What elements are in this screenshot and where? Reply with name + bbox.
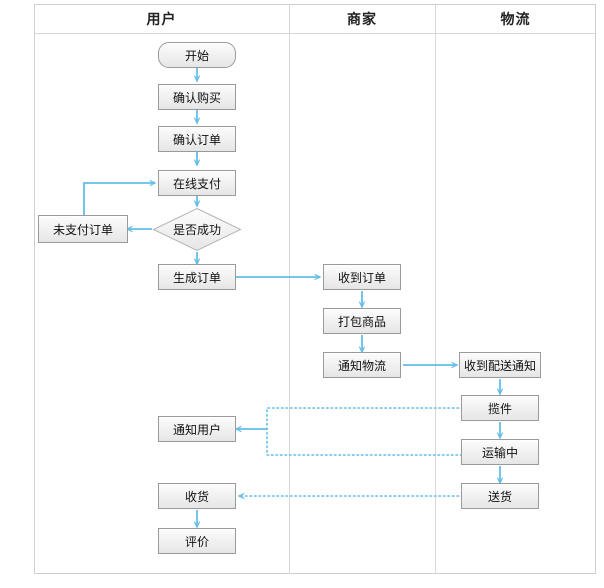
node-order-received-label: 收到订单	[337, 270, 386, 285]
node-unpaid-order[interactable]: 未支付订单	[38, 215, 128, 243]
node-notify-logistics[interactable]: 通知物流	[323, 352, 401, 378]
node-create-order-label: 生成订单	[172, 270, 221, 285]
node-deliver[interactable]: 送货	[461, 483, 539, 509]
node-unpaid-order-label: 未支付订单	[52, 222, 113, 237]
node-order-received[interactable]: 收到订单	[323, 264, 401, 290]
node-create-order[interactable]: 生成订单	[158, 264, 236, 290]
node-review-label: 评价	[184, 534, 209, 549]
node-start[interactable]: 开始	[158, 42, 236, 68]
swimlane-header-divider	[34, 33, 596, 34]
diamond-shape	[152, 207, 242, 252]
node-deliver-label: 送货	[487, 489, 512, 504]
node-receive-goods-label: 收货	[184, 489, 209, 504]
lane-title-merchant: 商家	[347, 11, 377, 27]
node-notify-logistics-label: 通知物流	[337, 358, 386, 373]
node-review[interactable]: 评价	[158, 528, 236, 554]
node-is-success-label: 是否成功	[172, 223, 221, 237]
lane-title-logistics: 物流	[500, 11, 531, 27]
node-start-label: 开始	[184, 48, 209, 63]
node-confirm-purchase-label: 确认购买	[172, 90, 221, 105]
node-notify-user-label: 通知用户	[172, 422, 221, 437]
lane-divider-user-merchant	[289, 4, 290, 574]
node-confirm-purchase[interactable]: 确认购买	[158, 84, 236, 110]
lane-title-user: 用户	[146, 11, 177, 27]
node-confirm-order[interactable]: 确认订单	[158, 126, 236, 152]
node-pickup-label: 揽件	[487, 401, 512, 416]
node-pack-goods[interactable]: 打包商品	[323, 308, 401, 334]
node-in-transit[interactable]: 运输中	[461, 439, 539, 465]
node-in-transit-label: 运输中	[481, 445, 518, 460]
node-delivery-notice-received-label: 收到配送通知	[463, 358, 536, 373]
lane-divider-merchant-logistics	[435, 4, 436, 574]
node-receive-goods[interactable]: 收货	[158, 483, 236, 509]
node-delivery-notice-received[interactable]: 收到配送通知	[459, 352, 541, 378]
node-notify-user[interactable]: 通知用户	[158, 416, 236, 442]
node-online-payment[interactable]: 在线支付	[158, 170, 236, 196]
node-online-payment-label: 在线支付	[172, 176, 221, 191]
node-pickup[interactable]: 揽件	[461, 395, 539, 421]
node-confirm-order-label: 确认订单	[172, 132, 221, 147]
node-pack-goods-label: 打包商品	[337, 314, 386, 329]
node-is-success-decision[interactable]: 是否成功	[152, 207, 242, 252]
